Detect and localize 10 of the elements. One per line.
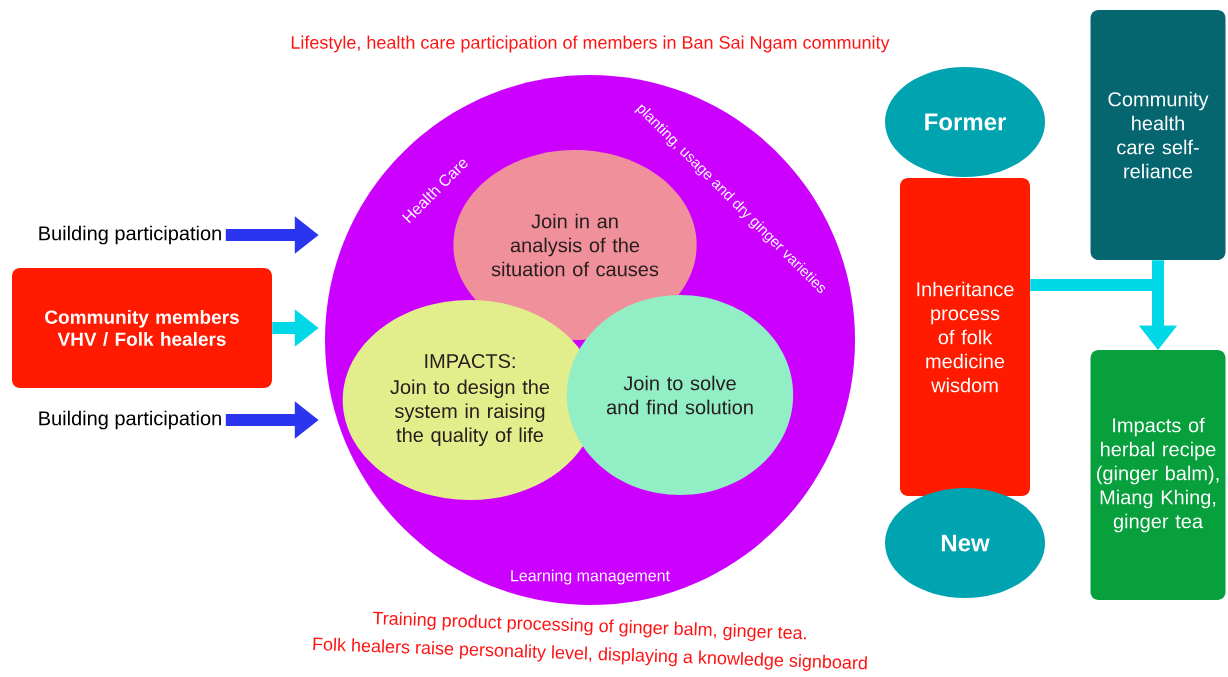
rounded-box: Community members VHV / Folk healers xyxy=(12,268,272,388)
side-label: Building participation xyxy=(39,225,221,245)
rounded-box: Community health care self-reliance xyxy=(1090,10,1226,260)
annotation-text: Lifestyle, health care participation of members in Ban Sai Ngam community xyxy=(291,35,890,53)
side-label: Building participation xyxy=(39,410,221,430)
oval: Former xyxy=(885,67,1045,177)
oval: New xyxy=(885,488,1045,598)
rounded-box: Inheritance process of folk medicine wisdom xyxy=(900,178,1030,496)
circle-label: Learning management xyxy=(511,569,670,585)
rounded-box: Impacts of herbal recipe (ginger balm), Miang Khing, ginger tea xyxy=(1090,350,1226,600)
